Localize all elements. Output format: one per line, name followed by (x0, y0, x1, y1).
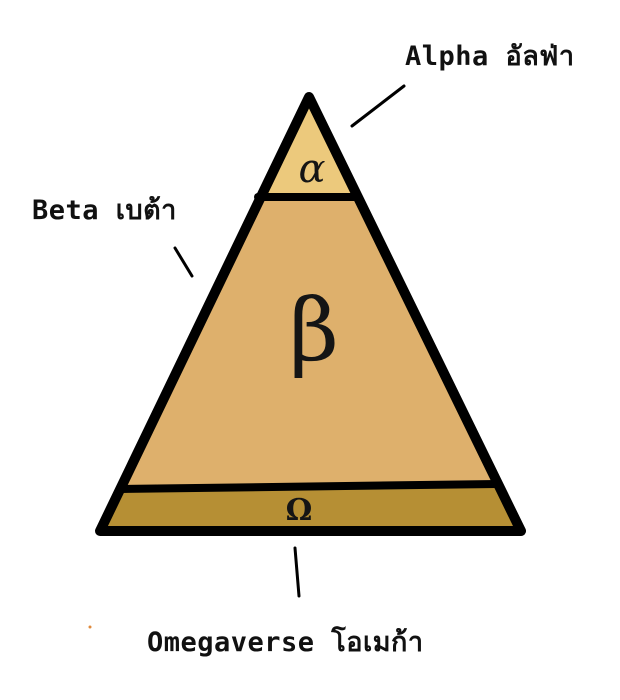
beta-omega-divider (118, 480, 501, 493)
alpha-section (258, 97, 357, 197)
omega-symbol: Ω (286, 493, 313, 528)
beta-section (122, 197, 497, 489)
alpha-symbol: α (298, 146, 325, 192)
omega-label: Omegaverse โอเมก้า (147, 627, 424, 658)
omega-section (100, 484, 521, 531)
pyramid-outline (95, 92, 526, 536)
alpha-label: Alpha อัลฟ่า (405, 41, 575, 72)
alpha-pointer-line (350, 84, 406, 128)
beta-pointer-line (173, 246, 194, 278)
omega-pointer-line (293, 546, 301, 598)
beta-label: Beta เบต้า (32, 195, 177, 226)
beta-symbol: β (289, 281, 339, 381)
stray-dot (88, 625, 92, 629)
